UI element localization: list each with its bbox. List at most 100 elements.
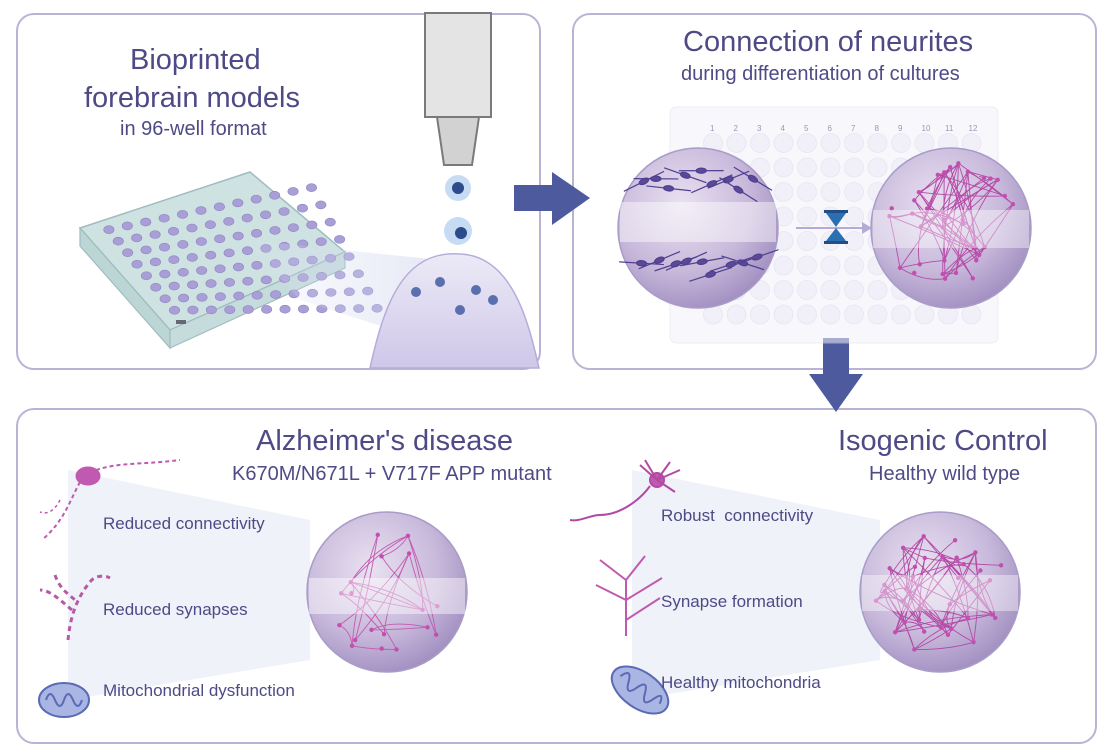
plate-well [260,275,272,285]
plate-well [844,182,864,202]
feature-mitochondrial-dysfunction: Mitochondrial dysfunction [103,681,295,700]
droplet-icon [444,175,472,245]
neuron-soma [947,602,953,607]
neuron-soma [976,252,982,258]
neuron-soma [973,550,978,555]
neurite [902,600,925,632]
culture-sphere-icon [306,511,468,673]
neurite [906,535,925,589]
arrow-down-icon [809,338,863,412]
neurite [889,568,952,630]
plate-well [260,210,272,220]
neurite [956,557,969,619]
neuron-soma [910,211,915,216]
plate-well [315,237,327,246]
plate-well [797,304,817,325]
plate-well [205,279,217,288]
plate-well [844,157,864,178]
plate-well [844,255,864,276]
plate-well [233,291,245,301]
neurite [949,166,977,249]
plate-well [867,157,888,178]
neuron-soma [381,632,387,637]
neuron-soma [904,586,909,591]
neurite [899,267,946,280]
neuron-soma [942,170,947,175]
neurite [947,215,986,248]
plate-well [121,221,133,231]
plate-well [242,276,254,286]
neuron-soma [995,177,1000,183]
plate-well [797,231,817,251]
neurite [383,553,410,635]
neuron-soma [918,224,924,229]
neuron-soma [910,574,916,579]
neurite [894,536,925,633]
neurite [350,581,397,650]
plate-well [750,133,770,153]
neuron-soma [369,627,374,633]
plate-column-number: 4 [781,124,786,133]
neuron-soma [394,647,399,652]
neuron-soma [379,554,384,559]
neurite [918,191,977,261]
neurite [407,535,424,610]
neuron-icon [569,459,681,522]
neurite [884,584,906,623]
neuron-soma [338,591,344,596]
plate-column-number: 6 [828,124,833,133]
neuron-soma [953,270,959,276]
neurite [974,552,993,615]
plate-well [726,133,747,153]
neuron-soma [970,276,976,281]
plate-well [773,157,794,178]
plate-well [178,293,190,303]
plate-well [269,226,281,235]
neuron-soma [942,276,948,281]
neurite [943,172,964,221]
neuron-soma [902,620,907,625]
neuron-soma [887,566,892,571]
neuron-soma [960,217,965,223]
neurite [950,552,976,629]
plate-well [158,242,170,252]
plate-well [168,255,180,265]
neuron-soma [949,626,954,632]
plate-column-number: 7 [851,124,856,133]
neuron-soma [981,175,987,181]
neurite [906,588,974,643]
control-title: Isogenic Control [838,425,1048,457]
plate-well [186,253,198,262]
neurite [944,246,985,279]
plate-well [750,280,770,300]
neurite [407,535,437,635]
neuron-soma [993,615,998,621]
neuron-soma [705,270,717,278]
neuron-soma [987,578,993,583]
bioprinter-nozzle-icon [424,12,492,166]
plate-well [214,234,226,244]
neuron-icon [39,459,181,541]
bioprinted-title-line2: forebrain models [84,82,300,114]
plate-well [214,264,226,274]
plate-well [773,182,794,202]
plate-well [251,261,263,270]
plate-well [140,271,152,281]
neurite [924,557,1002,566]
plate-well [187,305,199,315]
neuron-soma [435,604,440,609]
plate-well [251,290,263,300]
neurite [371,626,428,631]
neurite [918,162,959,193]
neuron-soma [695,167,707,174]
plate-well [296,203,308,213]
neuron-soma [882,589,887,594]
plate-column-number: 10 [922,124,931,133]
neurite [371,623,428,631]
plate-well [223,217,235,226]
plate-well [797,157,817,178]
plate-well [103,225,115,235]
neuron-soma [940,271,945,277]
neuron-soma [433,632,439,637]
neurite [940,552,976,628]
